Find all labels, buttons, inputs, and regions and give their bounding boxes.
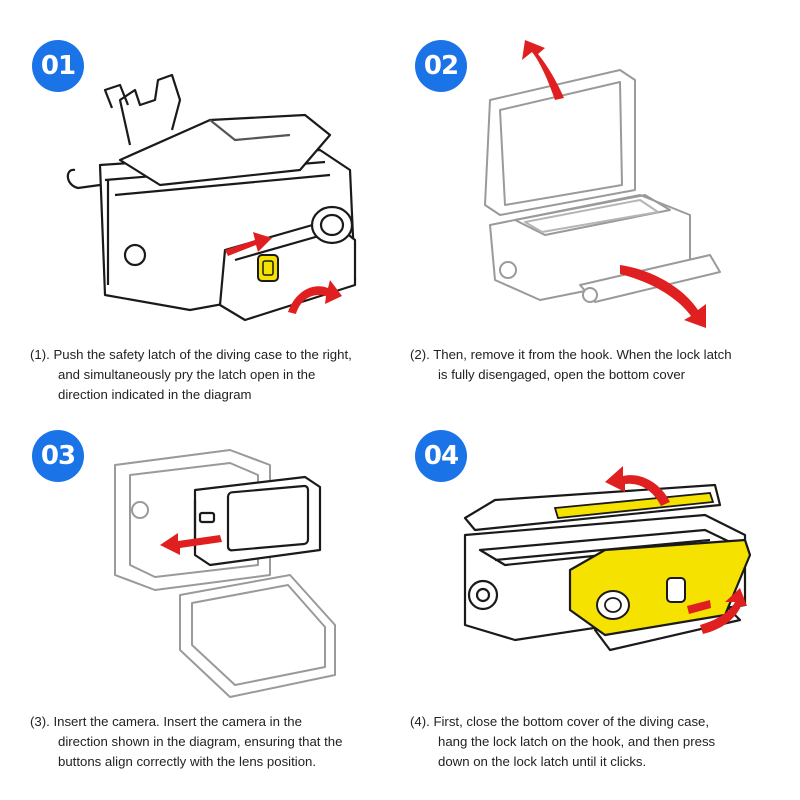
step-03-caption: (3). Insert the camera. Insert the camer… — [30, 714, 343, 769]
step-badge-04: 04 — [415, 430, 467, 482]
step-01-caption: (1). Push the safety latch of the diving… — [30, 347, 352, 402]
red-arrow-icon — [160, 533, 222, 555]
step-04-illustration — [463, 466, 752, 652]
step-02-illustration — [484, 40, 721, 328]
red-arrow-icon — [522, 40, 706, 328]
step-03-illustration — [114, 449, 336, 698]
step-badge-02: 02 — [415, 40, 467, 92]
step-04-caption: (4). First, close the bottom cover of th… — [410, 714, 716, 769]
red-arrow-icon — [225, 232, 342, 314]
step-01-illustration — [66, 73, 357, 322]
step-badge-03: 03 — [32, 430, 84, 482]
step-badge-01: 01 — [32, 40, 84, 92]
step-02-caption: (2). Then, remove it from the hook. When… — [410, 347, 732, 382]
red-arrow-icon — [605, 466, 747, 634]
